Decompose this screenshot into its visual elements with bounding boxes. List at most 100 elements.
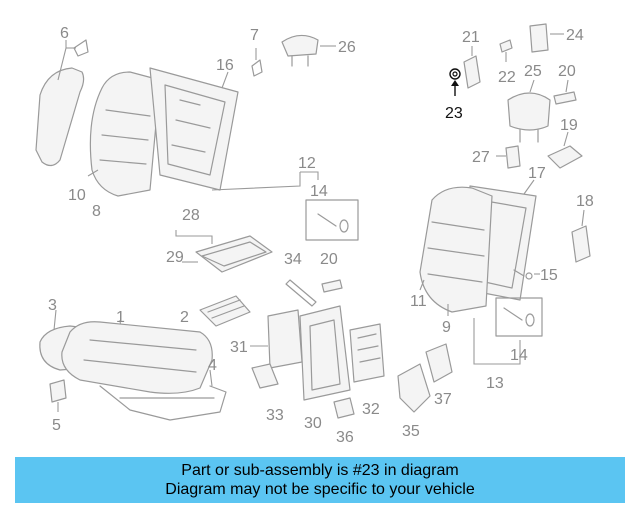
callout-35: 35 xyxy=(402,423,420,440)
callout-5: 5 xyxy=(52,417,61,434)
part-31-panel xyxy=(267,309,303,369)
part-8-stitching xyxy=(99,109,151,165)
part-1-seat-cushion xyxy=(61,321,213,394)
part-24-cover xyxy=(529,23,549,53)
lead-23-arrow xyxy=(451,80,459,86)
part-25-headrest xyxy=(507,92,551,131)
callout-21: 21 xyxy=(462,29,480,46)
lead-11 xyxy=(419,279,425,291)
callout-17: 17 xyxy=(528,165,546,182)
lead-10 xyxy=(87,169,99,177)
callout-22: 22 xyxy=(498,69,516,86)
callout-13: 13 xyxy=(486,375,504,392)
callout-29: 29 xyxy=(166,249,184,266)
caption-line-2: Diagram may not be specific to your vehi… xyxy=(165,481,475,498)
callout-14b: 14 xyxy=(510,347,528,364)
part-14-kit-box-lower xyxy=(495,297,543,337)
callout-28: 28 xyxy=(182,207,200,224)
part-14-kit-box-upper xyxy=(305,199,359,241)
caption-line-1: Part or sub-assembly is #23 in diagram xyxy=(181,462,459,479)
part-23-grommet-hole xyxy=(452,71,458,77)
callout-11: 11 xyxy=(410,293,427,310)
part-32-back-panel xyxy=(349,323,385,383)
lead-16 xyxy=(221,71,229,89)
part-6-clip xyxy=(73,39,89,57)
callout-27: 27 xyxy=(472,149,490,166)
callout-25: 25 xyxy=(524,63,542,80)
callout-9: 9 xyxy=(442,319,451,336)
part-26-headrest xyxy=(281,34,319,57)
callout-6: 6 xyxy=(60,25,69,42)
callout-8: 8 xyxy=(92,203,101,220)
part-30-center-frame xyxy=(299,305,351,401)
part-16-seatback-frame xyxy=(149,67,239,191)
part-7-clip xyxy=(251,59,263,77)
part-23-grommet xyxy=(449,68,461,80)
part-37-bracket xyxy=(425,343,453,383)
part-5-clip xyxy=(49,379,67,403)
part-36-clip xyxy=(333,397,355,419)
part-15-screw xyxy=(513,269,533,280)
callout-3: 3 xyxy=(48,297,57,314)
part-21-bracket xyxy=(463,55,481,89)
part-20-guide-right xyxy=(553,91,577,105)
part-29-armrest-pad xyxy=(201,241,267,267)
callout-19: 19 xyxy=(560,117,578,134)
part-20-plug-left xyxy=(321,279,343,293)
part-22-bolt xyxy=(499,39,513,53)
part-26-posts xyxy=(291,55,309,67)
lead-12 xyxy=(211,172,301,191)
callout-26: 26 xyxy=(338,39,356,56)
part-35-bracket xyxy=(397,363,431,413)
lead-12b xyxy=(300,171,319,180)
callout-4: 4 xyxy=(208,357,217,374)
part-14-bolt-upper xyxy=(317,213,349,233)
lead-19 xyxy=(563,131,569,147)
part-14-bolt-lower xyxy=(503,307,535,327)
part-34-strip xyxy=(285,279,317,307)
caption-banner: Part or sub-assembly is #23 in diagram D… xyxy=(15,457,625,503)
part-9-stitching xyxy=(427,221,485,283)
callout-37: 37 xyxy=(434,391,452,408)
part-30-frame-inner xyxy=(309,319,341,391)
callout-36: 36 xyxy=(336,429,354,446)
lead-13 xyxy=(473,318,521,365)
callout-10: 10 xyxy=(68,187,86,204)
part-27-guide xyxy=(505,145,521,169)
part-29-armrest xyxy=(195,235,273,273)
callout-7: 7 xyxy=(250,27,259,44)
callout-32: 32 xyxy=(362,401,380,418)
part-6-side-bolster xyxy=(35,67,85,167)
callout-33: 33 xyxy=(266,407,284,424)
part-32-panel-ribs xyxy=(357,333,381,363)
part-1-stitching xyxy=(83,339,197,373)
lead-18 xyxy=(581,209,585,227)
part-4-frame xyxy=(99,385,227,421)
callout-31: 31 xyxy=(230,339,248,356)
callout-16: 16 xyxy=(216,57,234,74)
callout-30: 30 xyxy=(304,415,322,432)
callout-24: 24 xyxy=(566,27,584,44)
lead-4 xyxy=(209,369,213,387)
callout-15: 15 xyxy=(540,267,558,284)
lead-28 xyxy=(175,230,213,244)
part-19-latch xyxy=(547,145,583,169)
callout-23-highlighted: 23 xyxy=(445,105,463,122)
callout-12: 12 xyxy=(298,155,316,172)
callout-34: 34 xyxy=(284,251,302,268)
seat-parts-diagram: 1 2 3 4 5 6 7 8 9 10 11 12 13 14 14 15 1… xyxy=(35,23,594,446)
callout-20a: 20 xyxy=(320,251,338,268)
callout-2: 2 xyxy=(180,309,189,326)
part-33-trim xyxy=(251,363,279,389)
lead-20b xyxy=(565,79,569,93)
callout-20b: 20 xyxy=(558,63,576,80)
part-16-frame-inner xyxy=(164,84,226,176)
lead-3 xyxy=(53,309,57,331)
part-29-hinge xyxy=(199,295,251,327)
part-25-posts xyxy=(519,129,539,143)
part-8-seatback-cushion xyxy=(89,71,161,197)
lead-17 xyxy=(523,179,535,195)
part-18-bracket xyxy=(571,225,591,263)
callout-14a: 14 xyxy=(310,183,328,200)
part-29-hinge-grid xyxy=(207,299,245,319)
